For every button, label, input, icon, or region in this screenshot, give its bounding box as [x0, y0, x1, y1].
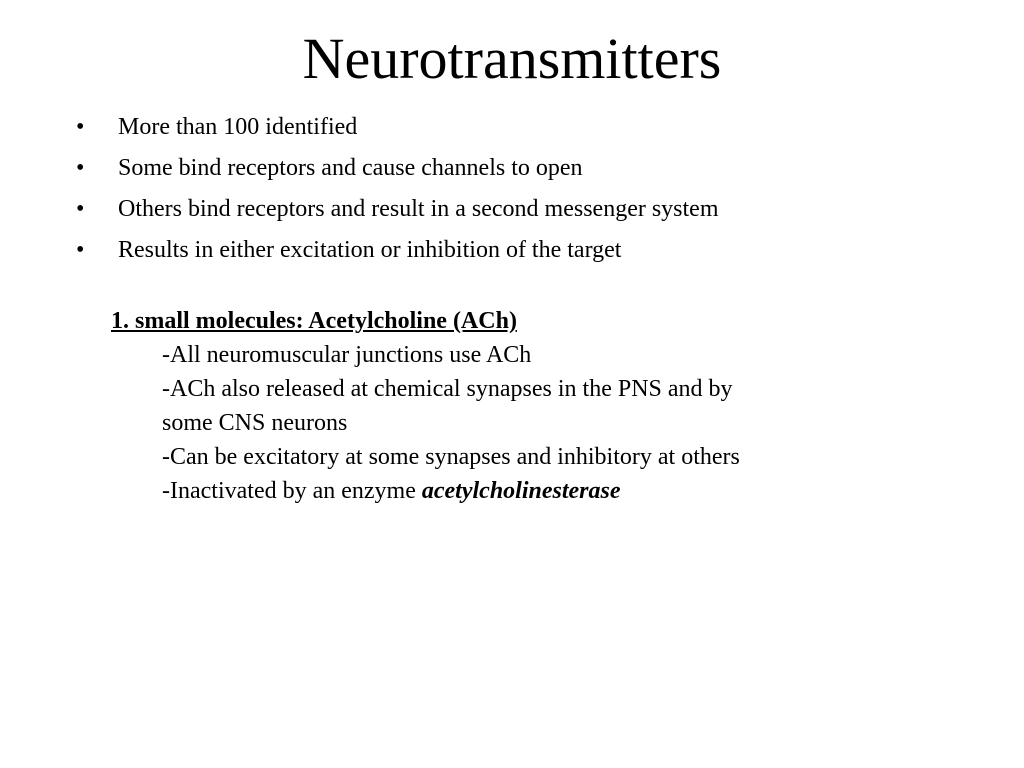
bullet-text: More than 100 identified [118, 114, 358, 140]
slide-title: Neurotransmitters [302, 26, 722, 91]
detail-line: some CNS neurons [162, 410, 348, 436]
bullet-dot-icon: • [76, 114, 85, 140]
bullet-dot-icon: • [76, 155, 85, 181]
detail-line: -Can be excitatory at some synapses and … [162, 444, 740, 470]
section-heading: 1. small molecules: Acetylcholine (ACh) [111, 308, 517, 334]
bullet-text: Some bind receptors and cause channels t… [118, 155, 583, 181]
bullet-text: Others bind receptors and result in a se… [118, 196, 719, 222]
detail-line: -ACh also released at chemical synapses … [162, 376, 733, 402]
bullet-text: Results in either excitation or inhibiti… [118, 237, 622, 263]
enzyme-name: acetylcholinesterase [421, 478, 621, 504]
bullet-dot-icon: • [76, 237, 85, 263]
section-details: -All neuromuscular junctions use ACh -AC… [162, 338, 862, 508]
enzyme-line-prefix: -Inactivated by an enzyme [162, 478, 422, 504]
detail-line: -All neuromuscular junctions use ACh [162, 342, 532, 368]
detail-line-enzyme: -Inactivated by an enzyme acetylcholines… [162, 474, 862, 508]
acetylcholine-section: 1. small molecules: Acetylcholine (ACh) … [111, 304, 862, 508]
bullet-dot-icon: • [76, 196, 85, 222]
